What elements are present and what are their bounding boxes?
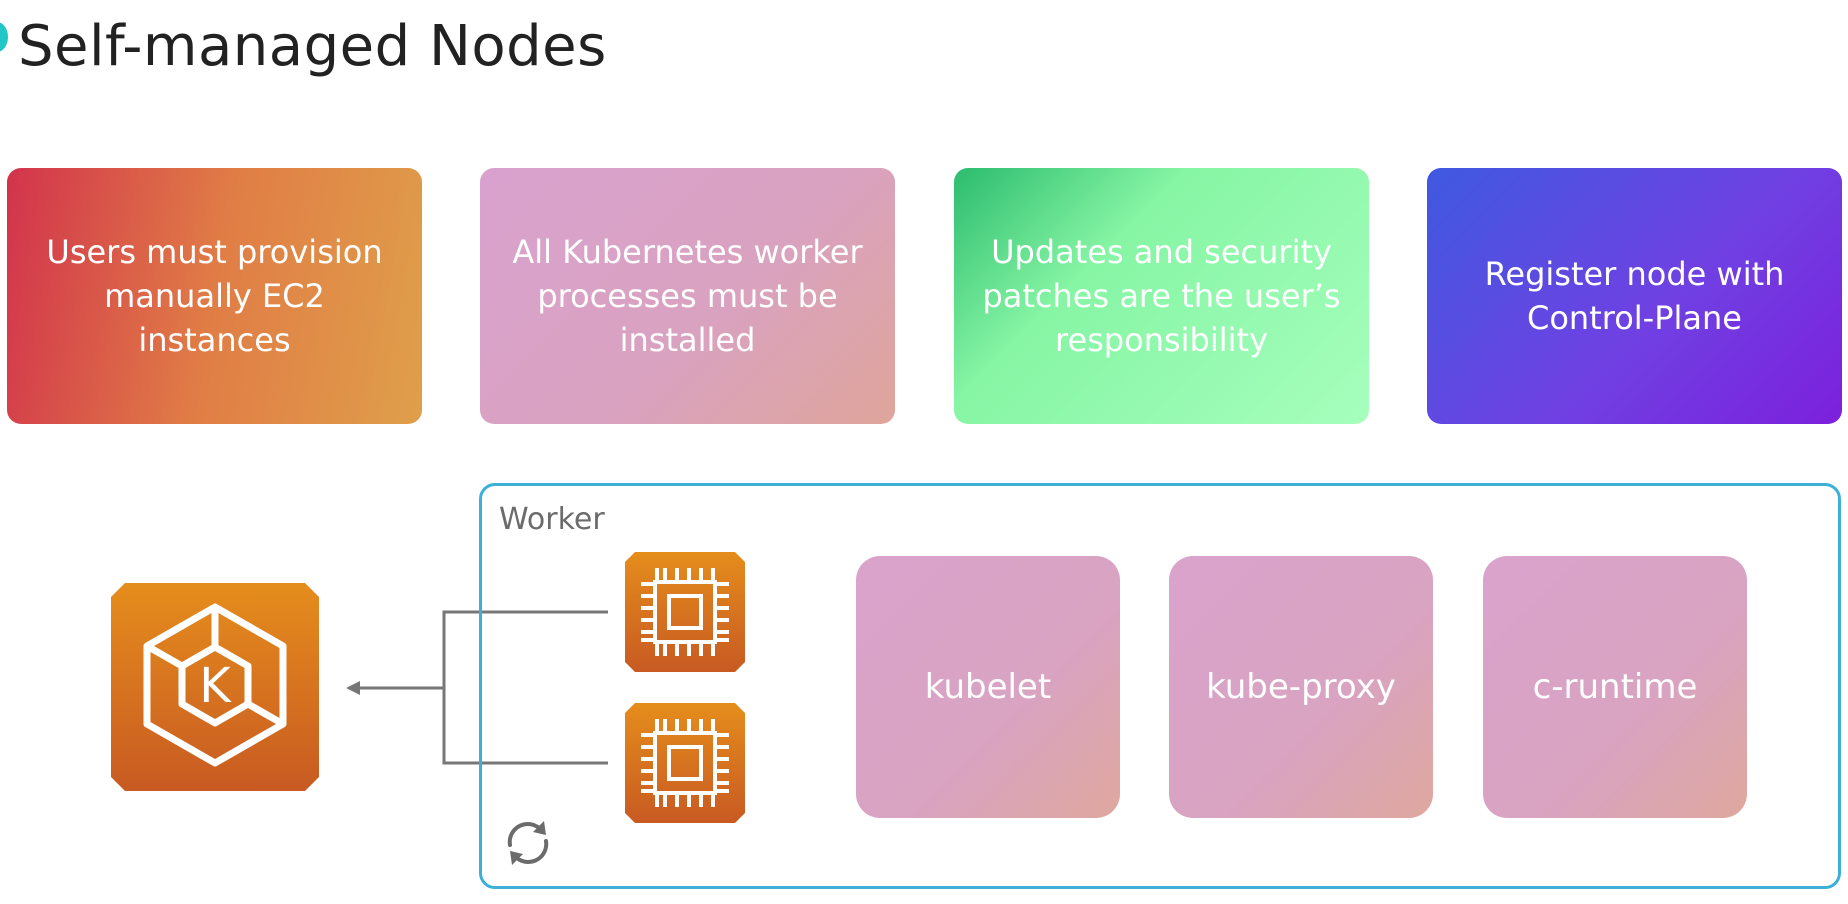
component-c-runtime: c-runtime	[1483, 556, 1747, 818]
eks-letter: K	[199, 658, 232, 714]
page-title: Self-managed Nodes	[18, 14, 607, 79]
worker-node-group	[479, 483, 1841, 889]
arrow-head	[346, 681, 360, 695]
card-register-node: Register node with Control-Plane	[1427, 168, 1842, 424]
eks-icon: K	[111, 583, 319, 791]
ec2-instance-icon	[625, 552, 745, 672]
card-install-worker-processes: All Kubernetes worker processes must be …	[480, 168, 895, 424]
card-provision-ec2: Users must provision manually EC2 instan…	[7, 168, 422, 424]
ec2-instance-icon	[625, 703, 745, 823]
refresh-icon	[507, 821, 549, 865]
worker-label: Worker	[499, 502, 605, 537]
component-kube-proxy: kube-proxy	[1169, 556, 1433, 818]
component-kubelet: kubelet	[856, 556, 1120, 818]
title-accent-dot	[0, 22, 8, 52]
card-updates-patches: Updates and security patches are the use…	[954, 168, 1369, 424]
